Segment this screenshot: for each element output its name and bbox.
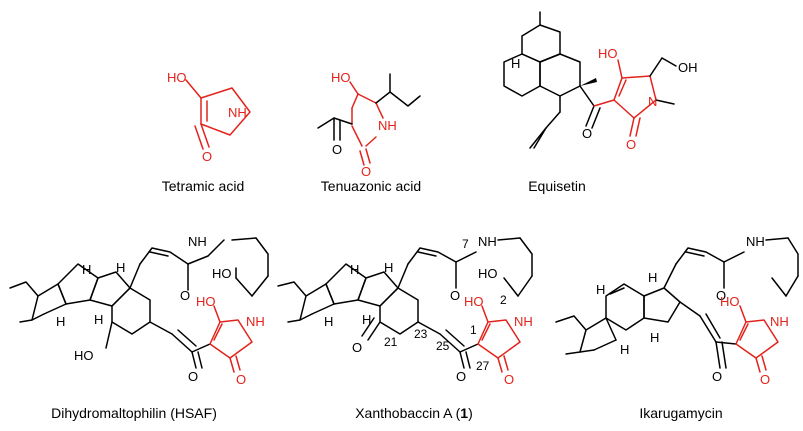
atom-nh: NH <box>228 105 247 120</box>
atom-nh-tetramate: NH <box>514 314 533 329</box>
atom-h-2: H <box>384 260 393 275</box>
atom-h: H <box>511 56 520 71</box>
atom-h-1: H <box>82 262 91 277</box>
atom-oh: OH <box>678 60 698 75</box>
atom-o-keto: O <box>188 369 198 384</box>
atom-o-keto: O <box>712 369 722 384</box>
structure-ikarugamycin: NH O H H H H O HO NH O <box>555 234 799 387</box>
atom-o-tetramate: O <box>760 372 770 387</box>
atom-o-tetramate: O <box>236 372 246 387</box>
atom-h-2: H <box>648 270 657 285</box>
caption-ikarugamycin: Ikarugamycin <box>639 405 722 421</box>
atom-o-amide: O <box>716 288 726 303</box>
atom-nh: NH <box>378 118 397 133</box>
atom-o-keto: O <box>456 369 466 384</box>
atom-nh-tetramate: NH <box>770 314 789 329</box>
caption-tenuazonic-acid: Tenuazonic acid <box>321 178 421 194</box>
atom-nh-amide: NH <box>746 234 765 249</box>
atom-h-3: H <box>56 314 65 329</box>
atom-ho: HO <box>331 70 351 85</box>
atom-ho-tetramate: HO <box>720 294 740 309</box>
caption-equisetin: Equisetin <box>528 178 586 194</box>
atom-o-keto: O <box>582 126 592 141</box>
atom-h-4: H <box>94 312 103 327</box>
caption-xanthobaccin-number: 1 <box>460 405 468 421</box>
caption-xanthobaccin-name: Xanthobaccin A ( <box>355 405 460 421</box>
structure-tenuazonic-acid: HO NH O O <box>317 70 421 179</box>
atom-ho-side: HO <box>478 266 498 281</box>
atom-h-3: H <box>324 314 333 329</box>
caption-hsaf: Dihydromaltophilin (HSAF) <box>51 405 217 421</box>
caption-xanthobaccin: Xanthobaccin A (1) <box>355 405 473 421</box>
locant-1: 1 <box>470 323 477 337</box>
atom-h-1: H <box>596 282 605 297</box>
atom-o: O <box>202 149 212 164</box>
atom-n: N <box>648 94 657 109</box>
atom-o-tetramate: O <box>504 372 514 387</box>
locant-7: 7 <box>462 237 469 251</box>
atom-o-acetyl: O <box>332 142 342 157</box>
atom-ho-tetramate: HO <box>196 294 216 309</box>
locant-25: 25 <box>436 339 450 353</box>
atom-nh-tetramate: NH <box>246 314 265 329</box>
atom-o: O <box>626 137 636 152</box>
structure-xanthobaccin: NH HO O H H H H O O HO NH O 7 2 1 21 23 … <box>277 234 533 387</box>
atom-ho: HO <box>167 70 187 85</box>
caption-xanthobaccin-suffix: ) <box>468 405 473 421</box>
locant-21: 21 <box>384 335 398 349</box>
locant-23: 23 <box>414 327 428 341</box>
atom-nh-amide: NH <box>478 234 497 249</box>
atom-h-1: H <box>350 262 359 277</box>
atom-h-4: H <box>362 312 371 327</box>
atom-h-2: H <box>116 260 125 275</box>
atom-o: O <box>361 164 371 179</box>
atom-h-3: H <box>620 342 629 357</box>
structure-tetramic-acid: HO NH O <box>167 70 251 164</box>
atom-ho-side: HO <box>212 266 232 281</box>
structure-equisetin: H O HO N O OH <box>503 11 698 152</box>
caption-tetramic-acid: Tetramic acid <box>162 178 244 194</box>
atom-o-amide: O <box>450 288 460 303</box>
structure-hsaf: NH HO O H H H H HO O HO NH O <box>9 234 269 387</box>
atom-ho-tetramate: HO <box>464 294 484 309</box>
locant-2: 2 <box>500 293 507 307</box>
atom-o-ring: O <box>352 340 362 355</box>
atom-o-amide: O <box>180 288 190 303</box>
atom-ho-ring: HO <box>74 348 94 363</box>
atom-h-4: H <box>650 330 659 345</box>
atom-nh-amide: NH <box>188 234 207 249</box>
locant-27: 27 <box>476 359 490 373</box>
atom-ho: HO <box>598 46 618 61</box>
